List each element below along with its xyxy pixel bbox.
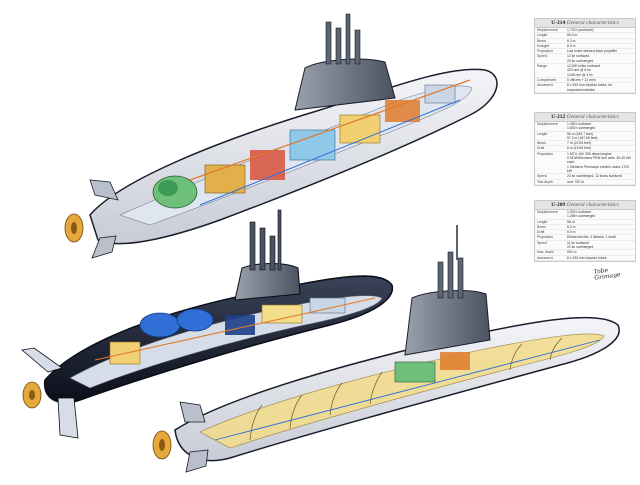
spec-panel-title: U-209 General characteristics (535, 201, 635, 210)
submarine-u209 (152, 225, 620, 473)
propeller-icon (22, 381, 42, 409)
propeller-icon (64, 213, 84, 243)
propeller-icon (152, 430, 172, 460)
spec-panel-u214: U-214 General characteristics Displaceme… (534, 18, 636, 94)
submarine-u214 (64, 13, 498, 259)
spec-panel-u212: U-212 General characteristics Displaceme… (534, 112, 636, 186)
submarine-u212 (21, 209, 394, 439)
spec-panel-title: U-212 General characteristics (535, 113, 635, 122)
spec-panel-u209: U-209 General characteristics Displaceme… (534, 200, 636, 262)
spec-panel-title: U-214 General characteristics (535, 19, 635, 28)
